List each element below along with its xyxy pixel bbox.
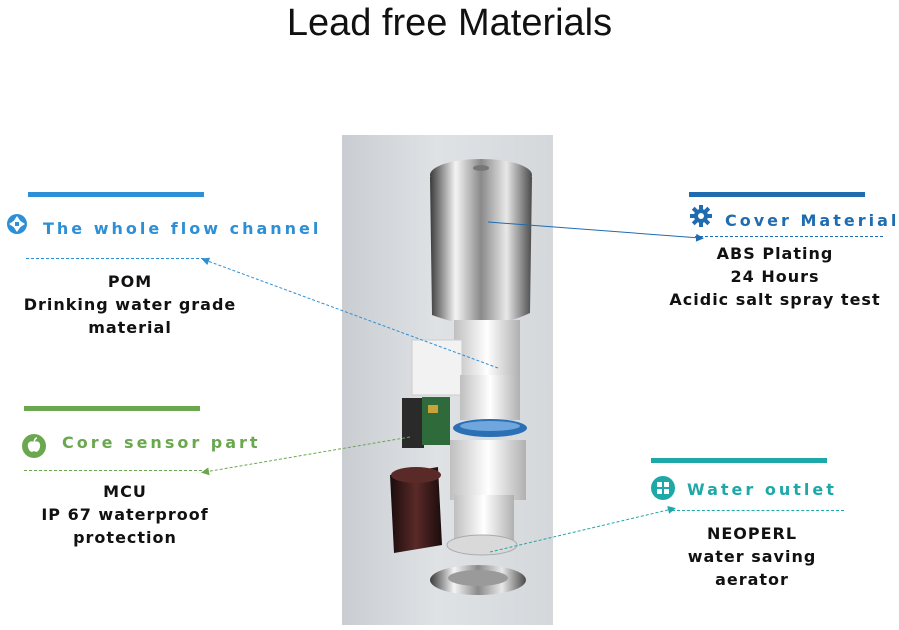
aperture-icon xyxy=(6,213,28,235)
outlet-accent-bar xyxy=(651,458,827,463)
core-divider xyxy=(24,470,202,471)
cover-divider xyxy=(695,236,883,237)
exploded-faucet-illustration xyxy=(390,159,532,595)
flow-heading: The whole flow channel xyxy=(43,219,322,238)
outlet-details: NEOPERL water saving aerator xyxy=(687,524,817,589)
product-photo xyxy=(342,135,553,625)
core-accent-bar xyxy=(24,406,200,411)
page-title: Lead free Materials xyxy=(286,2,613,44)
flow-channel-connector xyxy=(201,257,499,369)
outlet-connector xyxy=(489,506,676,553)
outlet-divider xyxy=(672,510,844,511)
flow-accent-bar xyxy=(28,192,204,197)
cover-details: ABS Plating 24 Hours Acidic salt spray t… xyxy=(669,244,881,309)
cover-heading: Cover Material xyxy=(725,211,899,230)
core-heading: Core sensor part xyxy=(62,433,261,452)
cover-connector xyxy=(487,221,704,242)
windows-icon xyxy=(651,476,675,500)
cover-accent-bar xyxy=(689,192,865,197)
flow-divider xyxy=(26,258,204,259)
flow-details: POM Drinking water grade material xyxy=(23,272,237,337)
gear-icon xyxy=(690,205,712,227)
apple-icon xyxy=(22,434,46,458)
outlet-heading: Water outlet xyxy=(687,480,837,499)
core-details: MCU IP 67 waterproof protection xyxy=(41,482,209,547)
